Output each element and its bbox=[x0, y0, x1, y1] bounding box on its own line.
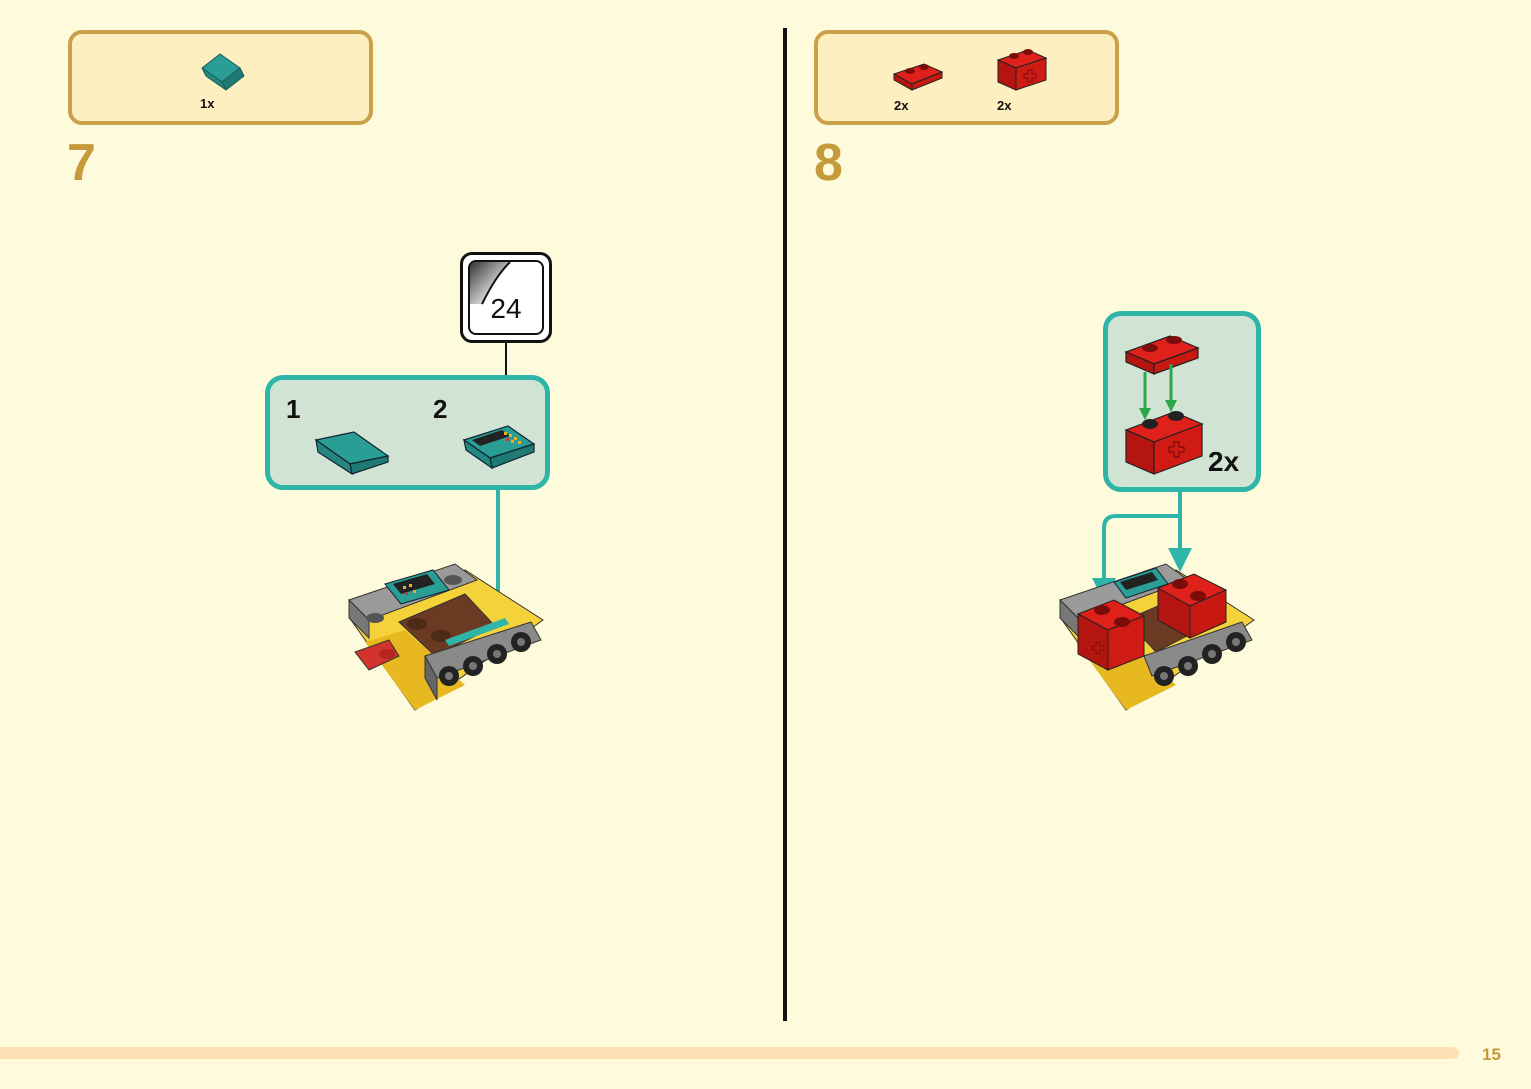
step8-parts-list: 2x 2x bbox=[814, 30, 1119, 125]
step8-model-illustration bbox=[1059, 563, 1255, 711]
footer-bar bbox=[0, 1047, 1459, 1059]
step7-parts-list: 1x bbox=[68, 30, 373, 125]
printed-console-slope-icon bbox=[462, 425, 536, 470]
sticker-callout: 24 bbox=[460, 252, 552, 343]
step-number: 8 bbox=[814, 134, 843, 192]
step7-model-illustration bbox=[348, 563, 544, 711]
red-plate-1x2-icon bbox=[1124, 335, 1200, 375]
sticker-icon: 24 bbox=[468, 260, 544, 335]
substep-label: 2 bbox=[433, 394, 448, 424]
red-brick-1x2-axle-icon bbox=[996, 49, 1048, 91]
multiplier-label: 2x bbox=[1208, 446, 1240, 477]
step8-subassembly-callout: 2x bbox=[1103, 311, 1261, 492]
part-quantity: 2x bbox=[997, 98, 1012, 113]
part-quantity: 1x bbox=[200, 96, 215, 111]
red-brick-1x2-axle-icon bbox=[1124, 411, 1204, 475]
substep-label: 1 bbox=[286, 394, 301, 424]
step7-subassembly-callout: 1 2 bbox=[265, 375, 550, 490]
teal-slope-brick-icon bbox=[201, 53, 245, 91]
red-plate-1x2-icon bbox=[892, 63, 944, 91]
part-quantity: 2x bbox=[894, 98, 909, 113]
assembly-arrows bbox=[1139, 364, 1177, 420]
page-divider bbox=[783, 28, 787, 1021]
sticker-number: 24 bbox=[490, 293, 522, 324]
page-number: 15 bbox=[1482, 1045, 1501, 1064]
teal-slope-brick-icon bbox=[314, 431, 390, 476]
step-number: 7 bbox=[67, 134, 96, 192]
